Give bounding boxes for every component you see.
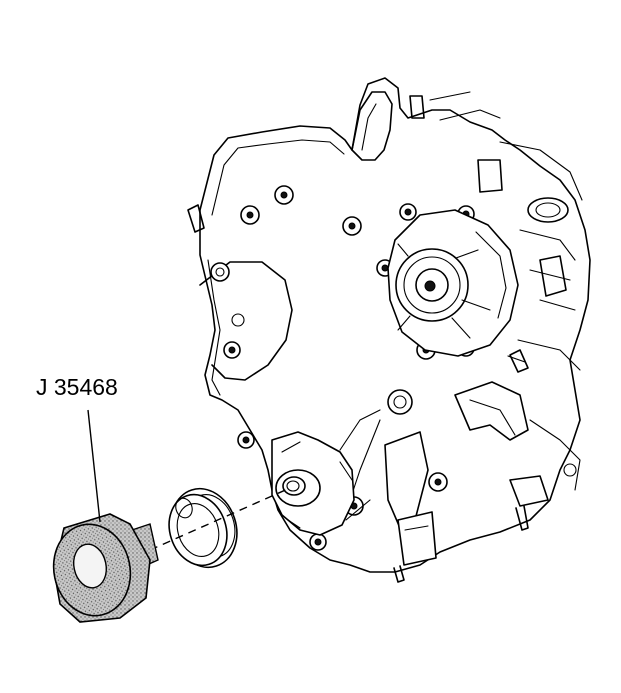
oil-pump-housing <box>387 209 519 357</box>
crankshaft-nose <box>271 431 355 536</box>
callout-leader-line <box>87 409 101 523</box>
engine-block-detail <box>409 91 583 373</box>
crankshaft-front-oil-seal-icon <box>168 487 238 569</box>
engine-front-cover-icon <box>187 77 591 583</box>
alignment-line <box>149 487 291 551</box>
lower-bracket <box>349 381 581 583</box>
tool-callout-label: J 35468 <box>36 374 118 400</box>
seal-installer-tool-icon <box>52 513 159 623</box>
